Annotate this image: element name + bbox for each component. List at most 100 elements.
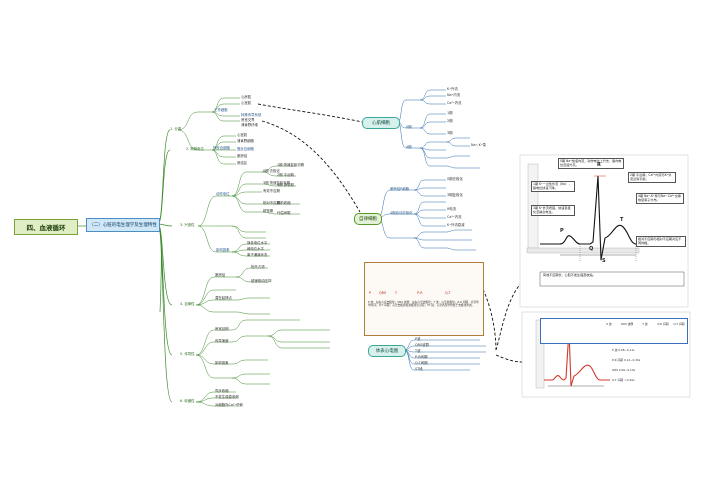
r-ecg-qrs: QRS波群	[415, 343, 429, 347]
r-cell-pump: Na⁺-K⁺泵	[471, 143, 487, 147]
b4-sa: 窦房结	[215, 273, 226, 277]
b2-ventricle: 心室肌	[237, 133, 248, 137]
b2-an-zone: 房结区	[237, 161, 248, 165]
b2-purkinje: 浦肯野细胞	[237, 139, 254, 143]
ap-letter-s: S	[602, 258, 606, 264]
r-auto-p3: 3期复极化	[447, 193, 463, 197]
branch-label-1[interactable]: 1. 分类	[170, 127, 182, 131]
r-auto-if: If电流	[447, 207, 456, 211]
branch-tree-lower	[195, 267, 330, 407]
r-cell-p4: 4期	[406, 145, 412, 149]
r-cell-p2: 2期	[447, 119, 453, 123]
table-header-qt: Q-T 间期	[673, 322, 685, 326]
table-header-p: P 波	[606, 322, 612, 326]
note-refractory: 有效不应期长，心肌不发生强直收缩。	[542, 273, 682, 279]
r-cell-p1: 1期	[447, 111, 453, 115]
r-auto-ca: Ca²⁺内流	[447, 215, 462, 219]
b3-snp: 超常期	[263, 209, 274, 213]
ecg-caption: P 波：左右心房去极化；QRS 波群：左右心室去极化；T 波：心室复极化；P-R…	[368, 300, 479, 308]
ecg-strip-box: P QRS T P-R Q-T P 波：左右心房去极化；QRS 波群：左右心室去…	[364, 262, 484, 336]
connectors	[76, 129, 173, 403]
b1-atrium: 心房肌	[241, 95, 252, 99]
b4-overdrive: 超速驱动压抑	[251, 279, 272, 283]
b3-premature: 期前收缩	[277, 201, 291, 205]
b1-special-system: 特殊传导系统	[241, 113, 262, 117]
branch-tree-3	[197, 165, 300, 257]
b5-speed: 传导速度	[215, 339, 229, 343]
b2-slow: 慢反应细胞	[237, 147, 254, 151]
table-info-pr: P-R 间期 0.12~0.20s	[612, 358, 641, 362]
r-cell-k: K⁺外流	[447, 87, 458, 91]
b3-threshold: 阈电位水平	[247, 247, 264, 251]
r-cell-p0: 0期	[406, 125, 412, 129]
b3-phase2: 2期 平台期	[277, 173, 294, 177]
main-topic-node[interactable]: （二）心脏的电生理学及生理特性	[86, 218, 160, 232]
b6-ca: 对细胞外Ca²⁺依赖	[215, 403, 243, 407]
dashed-links	[257, 103, 525, 363]
branch-label-5[interactable]: 5. 传导性	[180, 352, 195, 356]
r-cell-p3: 3期	[447, 131, 453, 135]
note-phase0: 0期 Na⁺快速内流，动作电位上升支，膜内电位迅速升高。	[558, 158, 624, 170]
root-node[interactable]: 四、血液循环	[14, 219, 78, 235]
r-auto-p4: 4期自动去极化	[390, 211, 413, 215]
ecg-wave-qt: Q-T	[445, 291, 451, 295]
b3-ap: 动作电位	[216, 192, 230, 196]
r-auto-p-cell: 窦房结P细胞	[390, 187, 409, 191]
b3-phase1: 1期 快速复极初期	[277, 163, 304, 167]
b3-phase3: 3期 快速复极末期	[263, 181, 290, 185]
r-cell-ca: Ca²⁺内流	[447, 101, 462, 105]
table-header-qrs: QRS 波群	[620, 322, 634, 326]
b5-av-delay: 房室延搁	[215, 327, 229, 331]
b1-work-cell: 工作细胞	[214, 108, 228, 112]
r-auto-p0: 0期去极化	[447, 177, 463, 181]
hub-ecg[interactable]: 体表心电图	[368, 345, 406, 357]
r-ecg-p: P波	[415, 337, 421, 341]
ecg-wave-table: P 波 QRS 波群 T 波 P-R 间期 Q-T 间期	[540, 318, 688, 344]
hub-autorhythmic[interactable]: 自律细胞	[354, 213, 382, 225]
r-auto-k: K⁺外流衰减	[447, 223, 465, 227]
branch-label-4[interactable]: 4. 自律性	[180, 302, 195, 306]
b2-sa-node: 窦房结	[237, 154, 248, 158]
note-phase1: 1期 K⁺一过性外流（Ito），膜电位快速下降。	[531, 181, 575, 193]
b3-channels: 离子通道状态	[247, 253, 268, 257]
b4-latent: 潜在起搏点	[215, 296, 232, 300]
branch-tree-top	[177, 97, 240, 165]
b5-factors: 影响因素	[215, 361, 229, 365]
table-info-qt: Q-T 间期 ＜0.40s	[612, 378, 635, 382]
b3-rrp: 相对不应期	[263, 201, 280, 205]
note-phase3: 3期 K⁺外流增强，快速复极化至静息电位。	[531, 205, 575, 217]
table-info-p: P 波 0.08~0.11s	[612, 348, 635, 352]
ap-letter-p: P	[560, 228, 564, 234]
ecg-wave-p: P	[369, 291, 372, 295]
b1-av-junction: 房室交界	[241, 118, 255, 122]
r-ecg-qt: Q-T间期	[415, 361, 428, 365]
ecg-wave-qrs: QRS	[379, 291, 387, 295]
b4-capture: 抢先占领	[251, 265, 265, 269]
hub-cell-types[interactable]: 心肌细胞	[362, 117, 400, 129]
b1-purkinje: 浦肯野纤维	[241, 123, 258, 127]
r-cell-na: Na⁺内流	[447, 93, 461, 97]
r-ecg-t: T波	[415, 349, 421, 353]
note-phase2: 2期 平台期，Ca²⁺内流与K⁺外流达到平衡。	[628, 172, 676, 184]
table-info-qrs: QRS 0.06~0.10s	[612, 368, 636, 372]
b3-factors: 影响因素	[216, 248, 230, 252]
branch-label-3[interactable]: 3. 兴奋性	[180, 223, 195, 227]
b6-no-tetanus: 不发生强直收缩	[215, 395, 239, 399]
ap-letter-r: R	[597, 162, 601, 168]
ecg-wave-pr: P-R	[417, 291, 423, 295]
b2-fast: 快反应细胞	[213, 146, 230, 150]
branch-label-6[interactable]: 6. 收缩性	[180, 399, 195, 403]
b6-sync: 同步收缩	[215, 389, 229, 393]
table-header-t: T 波	[642, 322, 648, 326]
r-ecg-st: ST段	[415, 367, 423, 371]
ap-letter-q: Q	[589, 246, 594, 252]
b3-erp: 有效不应期	[263, 189, 280, 193]
note-phase4: 4期 Na⁺-K⁺泵与Na⁺-Ca²⁺交换恢复离子分布。	[636, 193, 684, 205]
ecg-wave-t: T	[395, 291, 398, 295]
ap-letter-t: T	[620, 217, 624, 223]
b3-compensatory: 代偿间歇	[277, 211, 291, 215]
action-potential-curve	[540, 175, 660, 261]
branch-label-2[interactable]: 2. 跨膜电位	[186, 147, 204, 151]
r-ecg-pr: P-R间期	[415, 355, 428, 359]
